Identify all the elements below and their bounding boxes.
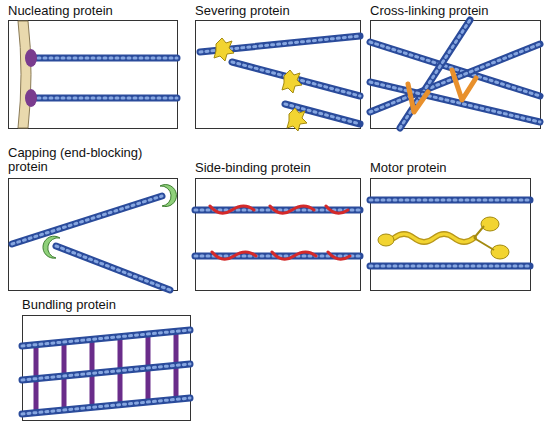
capping-protein-shape (43, 236, 60, 258)
actin-filament (22, 398, 190, 414)
capping-protein-shape (160, 185, 176, 207)
actin-filament (232, 62, 360, 96)
panel-heading: Bundling protein (22, 298, 189, 312)
actin-filament (232, 62, 360, 96)
panel-frame (196, 21, 361, 129)
panel-frame (371, 179, 531, 291)
panel-heading: Cross-linking protein (370, 4, 539, 18)
severing-protein-shape (214, 38, 234, 61)
bundling-illustration (22, 330, 190, 414)
actin-filament (56, 246, 170, 290)
severing-protein-shape (287, 108, 307, 131)
actin-filament (32, 97, 177, 100)
actin-filament (56, 246, 170, 290)
panel-frame (371, 21, 541, 129)
cross-linking-protein-shape (408, 84, 428, 112)
motor-protein-neck (474, 226, 494, 250)
panel-frame (196, 179, 361, 291)
cross-linking-illustration (370, 20, 540, 128)
panel-heading: Side-binding protein (195, 161, 359, 175)
panel-frame (23, 316, 191, 421)
side-binding-protein-shape (210, 206, 348, 213)
panel-heading: Motor protein (370, 161, 529, 175)
actin-filament (12, 196, 162, 244)
actin-filament (22, 364, 190, 380)
actin-filament (370, 197, 530, 204)
side-binding-protein-shape (212, 252, 350, 259)
cross-linking-panel: Cross-linking protein (370, 4, 541, 129)
actin-filament (22, 330, 190, 346)
actin-filament (370, 263, 530, 270)
actin-filament (32, 95, 177, 102)
actin-filament (32, 57, 177, 60)
panel-frame (9, 21, 178, 129)
severing-illustration (200, 36, 360, 131)
cross-linking-protein-shape (452, 70, 476, 100)
actin-filament (370, 199, 530, 202)
severing-protein-shape (282, 70, 302, 93)
bundling-panel: Bundling protein (22, 298, 191, 421)
motor-protein-head (378, 234, 394, 246)
actin-filament (400, 20, 470, 128)
motor-protein-head (481, 217, 499, 231)
actin-filament (32, 55, 177, 62)
capping-illustration (12, 185, 176, 290)
panel-frame (9, 179, 178, 291)
nucleating-protein-shape (25, 49, 37, 67)
actin-filament (195, 207, 360, 214)
motor-protein-tail (394, 234, 474, 242)
motor-illustration (370, 200, 530, 266)
side-binding-illustration (195, 206, 360, 259)
actin-filament (195, 253, 360, 260)
actin-filament (400, 20, 470, 128)
actin-filament (370, 82, 540, 122)
motor-panel: Motor protein (370, 161, 531, 291)
actin-filament (12, 196, 162, 244)
panel-heading: Nucleating protein (8, 4, 176, 18)
panel-heading: Severing protein (195, 4, 359, 18)
capping-panel: Capping (end-blocking) protein (8, 146, 178, 291)
motor-protein-tail (394, 234, 474, 242)
actin-filament (22, 398, 190, 414)
actin-filament (370, 82, 540, 122)
nucleating-panel: Nucleating protein (8, 4, 178, 129)
membrane (18, 21, 31, 128)
actin-filament (22, 364, 190, 380)
nucleating-illustration (18, 21, 177, 128)
actin-filament (22, 330, 190, 346)
panel-heading: Capping (end-blocking) protein (8, 146, 163, 174)
severing-panel: Severing protein (195, 4, 361, 129)
actin-filament (370, 265, 530, 268)
nucleating-protein-shape (25, 89, 37, 107)
side-binding-panel: Side-binding protein (195, 161, 361, 291)
motor-protein-head (491, 245, 509, 259)
